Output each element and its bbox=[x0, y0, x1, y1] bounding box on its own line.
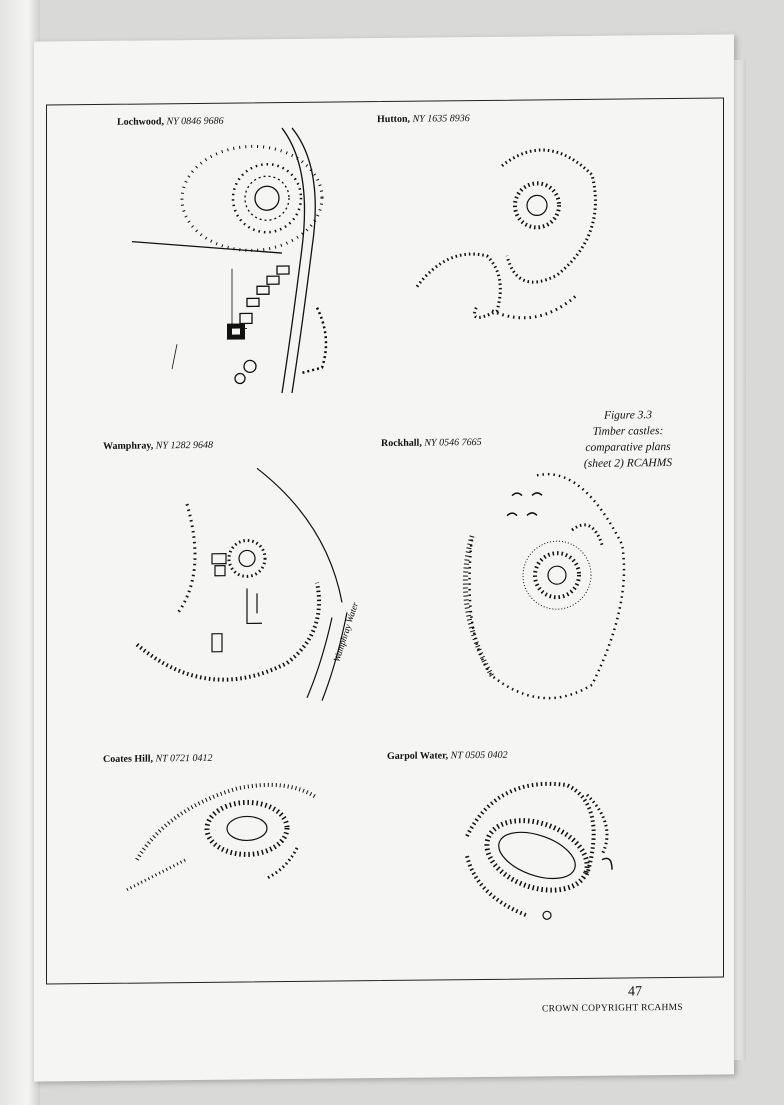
river-label: Wamphray Water bbox=[331, 600, 360, 663]
plan-title-wamphray: Wamphray, NY 1282 9648 bbox=[103, 439, 214, 452]
facing-page-edge bbox=[0, 0, 40, 1105]
plan-title-coates-hill: Coates Hill, NT 0721 0412 bbox=[103, 752, 213, 765]
plan-drawing-lochwood bbox=[131, 127, 328, 394]
plan-title-garpol-water: Garpol Water, NT 0505 0402 bbox=[387, 749, 508, 762]
plan-title-lochwood: Lochwood, NY 0846 9686 bbox=[117, 115, 224, 128]
plan-drawing-garpol-water bbox=[465, 781, 613, 920]
figure-frame: Lochwood, NY 0846 9686 Hutton, NY 1635 8… bbox=[46, 97, 724, 1014]
plan-title-hutton: Hutton, NY 1635 8936 bbox=[377, 113, 470, 126]
plan-drawing-rockhall bbox=[462, 473, 626, 700]
plan-drawing-hutton bbox=[415, 148, 597, 320]
plan-title-rockhall: Rockhall, NY 0546 7665 bbox=[381, 436, 482, 450]
book-page: Lochwood, NY 0846 9686 Hutton, NY 1635 8… bbox=[34, 34, 734, 1082]
page-number: 47 bbox=[628, 984, 642, 1000]
plan-drawing-wamphray: Wamphray Water bbox=[135, 467, 360, 701]
copyright-notice: CROWN COPYRIGHT RCAHMS bbox=[541, 1002, 683, 1015]
plan-drawing-coates-hill bbox=[126, 782, 319, 892]
